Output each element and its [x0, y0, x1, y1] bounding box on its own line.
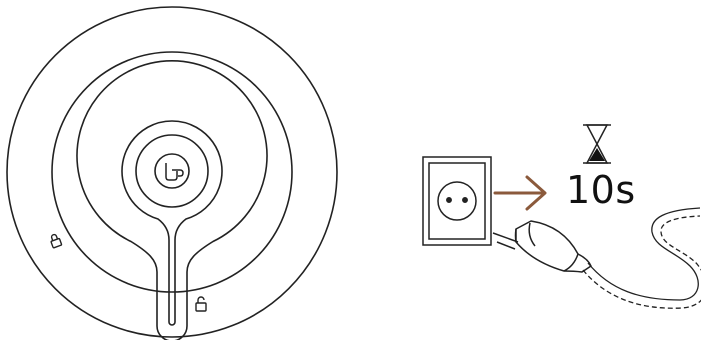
- base-outer-ring: [7, 7, 337, 337]
- base-ring-with-handle: [77, 61, 267, 340]
- unlock-icon: [196, 297, 206, 311]
- base-inner-ring-with-slot: [122, 121, 222, 325]
- base-center-ring: [136, 135, 208, 207]
- arrow-right-icon: [495, 177, 545, 209]
- timer-label: 10s: [566, 170, 636, 210]
- lock-icon: [49, 233, 62, 248]
- hourglass-icon: [583, 125, 611, 163]
- base-ring-2: [52, 52, 292, 292]
- cup-icon: [166, 163, 183, 180]
- power-plug-icon: [493, 221, 591, 272]
- wall-socket-icon: [423, 157, 491, 245]
- power-cord: [583, 208, 701, 308]
- kettle-base: [7, 7, 337, 340]
- cup-button: [155, 154, 189, 188]
